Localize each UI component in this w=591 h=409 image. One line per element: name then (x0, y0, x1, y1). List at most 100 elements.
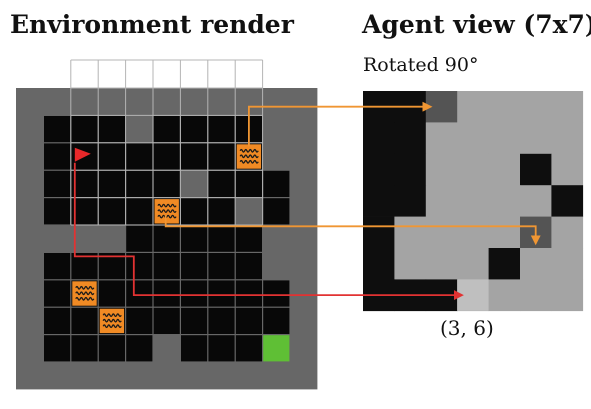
empty-cell (71, 170, 98, 197)
empty-cell (208, 116, 235, 143)
empty-cell (98, 335, 125, 362)
empty-cell (98, 116, 125, 143)
empty-cell (126, 225, 153, 252)
view-cell (520, 279, 552, 312)
lava-wave (157, 214, 177, 219)
empty-cell (98, 280, 125, 307)
agent-view-subtitle: Rotated 90° (363, 54, 479, 76)
lava-wave (75, 291, 95, 296)
empty-cell (208, 253, 235, 280)
empty-cell (181, 198, 208, 225)
orange-arrow (164, 215, 541, 246)
empty-cell (71, 198, 98, 225)
empty-cell (181, 225, 208, 252)
empty-cell (126, 280, 153, 307)
view-cell (551, 122, 584, 155)
empty-cell (44, 280, 71, 307)
empty-cell (153, 116, 180, 143)
empty-cell (235, 253, 262, 280)
empty-cell (208, 225, 235, 252)
view-cell (425, 122, 458, 155)
empty-cell (126, 335, 153, 362)
empty-cell (44, 143, 71, 170)
empty-cell (126, 143, 153, 170)
empty-cell (181, 143, 208, 170)
coordinate-label: (3, 6) (440, 316, 494, 340)
empty-cell (153, 143, 180, 170)
view-window-outline (70, 59, 264, 226)
empty-cell (181, 280, 208, 307)
view-cell (488, 122, 521, 155)
empty-cell (263, 307, 290, 334)
view-cell (457, 185, 489, 217)
lava-wave (75, 285, 95, 290)
empty-cell (181, 307, 208, 334)
lava-wave (239, 159, 259, 164)
view-cell (425, 216, 458, 249)
view-cell (425, 185, 458, 217)
lava-wave (102, 318, 122, 323)
empty-cell (44, 170, 71, 197)
view-cell (363, 185, 395, 217)
view-cell (457, 153, 489, 186)
hidden-cell (425, 91, 458, 123)
empty-cell (153, 170, 180, 197)
empty-cell (153, 307, 180, 334)
view-cell (363, 153, 395, 186)
empty-cell (235, 335, 262, 362)
lava-wave (157, 209, 177, 213)
empty-cell (126, 170, 153, 197)
empty-cell (153, 225, 180, 252)
view-cell (551, 279, 584, 312)
view-cell (488, 153, 521, 186)
empty-cell (208, 170, 235, 197)
lava-wave (239, 154, 259, 159)
view-cell (488, 248, 521, 280)
empty-cell (263, 198, 290, 225)
red-arrow (73, 162, 464, 301)
view-cell (394, 153, 427, 186)
empty-cell (71, 253, 98, 280)
view-cell (488, 91, 521, 123)
view-cell (457, 216, 489, 249)
empty-cell (44, 335, 71, 362)
view-cell (425, 153, 458, 186)
empty-cell (153, 253, 180, 280)
lava-wave (239, 148, 259, 153)
empty-cell (181, 253, 208, 280)
view-cell (457, 91, 489, 123)
empty-cell (208, 335, 235, 362)
empty-cell (181, 335, 208, 362)
view-cell (520, 122, 552, 155)
empty-cell (126, 307, 153, 334)
lava-wave (102, 324, 122, 329)
empty-cell (71, 307, 98, 334)
view-cell (394, 216, 427, 249)
empty-cell (235, 225, 262, 252)
view-cell (551, 216, 584, 249)
view-cell (488, 185, 521, 217)
empty-cell (126, 198, 153, 225)
empty-cell (44, 253, 71, 280)
empty-cell (208, 143, 235, 170)
highlight-cell (457, 279, 489, 311)
view-cell (488, 279, 521, 312)
agent-view-grid (363, 91, 584, 312)
view-cell (394, 122, 427, 155)
empty-cell (71, 116, 98, 143)
empty-cell (263, 170, 290, 197)
view-cell (551, 248, 584, 280)
empty-cell (44, 198, 71, 225)
empty-cell (235, 307, 262, 334)
lava-wave (75, 296, 95, 301)
view-cell (425, 248, 458, 280)
empty-cell (208, 307, 235, 334)
view-cell (488, 216, 521, 249)
view-cell (551, 185, 584, 217)
view-cell (363, 122, 395, 155)
orange-arrow (248, 101, 433, 147)
view-cell (457, 248, 489, 280)
lava-wave (157, 203, 177, 208)
empty-cell (98, 253, 125, 280)
